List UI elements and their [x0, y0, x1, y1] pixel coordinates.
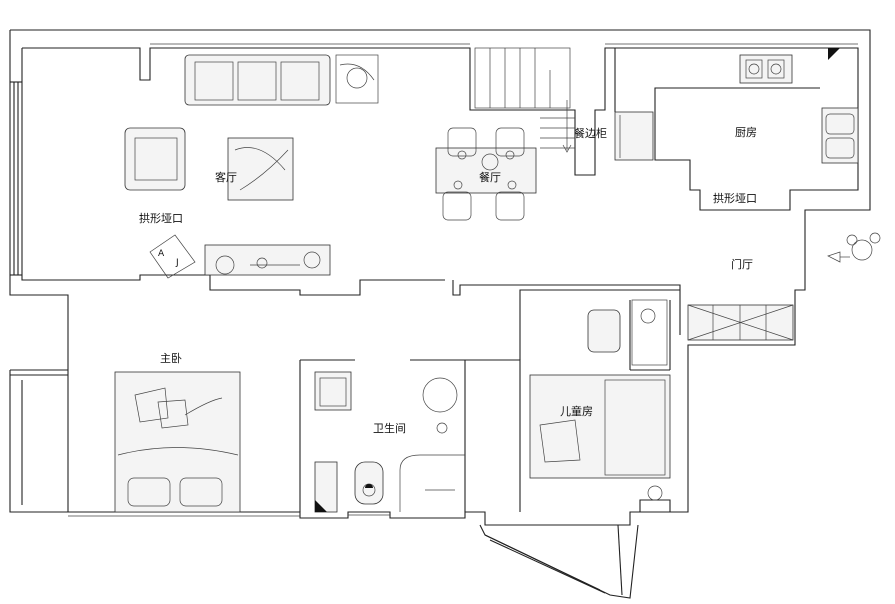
label-arch-right: 拱形垭口: [713, 191, 757, 205]
label-bathroom: 卫生间: [373, 421, 406, 435]
label-dining: 餐厅: [479, 170, 501, 184]
staircase: [474, 47, 575, 153]
kitchen-cabinets: [614, 48, 859, 164]
label-foyer: 门厅: [731, 257, 753, 271]
label-kitchen: 厨房: [735, 126, 757, 139]
kids-desk-chair: [587, 299, 668, 366]
side-table: [335, 54, 379, 104]
master-bed: [114, 371, 241, 513]
label-master-bedroom: 主卧: [160, 352, 182, 365]
interior-walls: [9, 280, 681, 513]
label-kids-room: 儿童房: [560, 404, 593, 418]
armchair: [124, 127, 186, 191]
kids-bed: [529, 374, 671, 501]
label-sideboard: 餐边柜: [574, 126, 607, 140]
sofa-three-seat: [184, 54, 331, 106]
corner-plant: A J: [149, 234, 196, 279]
svg-text:A: A: [158, 249, 165, 259]
coffee-table: [227, 137, 294, 201]
label-arch-left: 拱形垭口: [139, 211, 183, 225]
bathroom-fixtures: [314, 371, 465, 513]
windows: [68, 43, 858, 517]
balcony: [479, 524, 639, 599]
shoe-cabinet: [687, 304, 794, 341]
label-living-room: 客厅: [215, 170, 237, 184]
person-entering-icon: [827, 232, 881, 263]
dining-table: [435, 127, 537, 221]
svg-text:J: J: [175, 258, 179, 268]
tv-cabinet: [204, 244, 331, 276]
